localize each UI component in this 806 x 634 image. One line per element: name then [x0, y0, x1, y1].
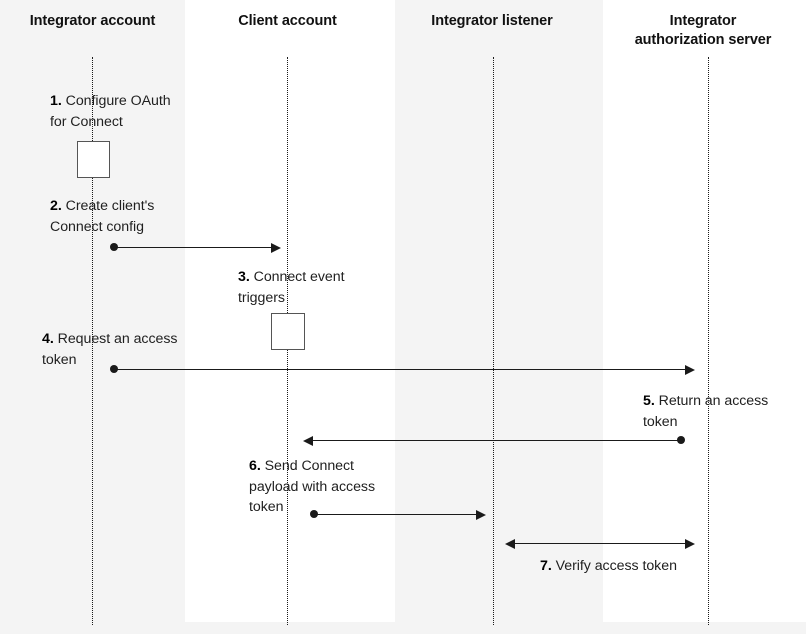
step-label-2: 2. Create client's Connect config [50, 196, 190, 237]
message-origin-dot [310, 510, 318, 519]
message-arrow-4 [110, 364, 695, 375]
arrowhead-left-icon [505, 538, 515, 549]
lane-header-integrator-account: Integrator account [0, 12, 185, 31]
message-arrow-2 [110, 242, 281, 253]
activation-connect-event [271, 313, 305, 350]
step-text-7: Verify access token [551, 558, 677, 574]
lifeline-integrator-auth-server [708, 57, 709, 625]
lane-header-line: Integrator [669, 13, 737, 29]
message-arrow-7 [505, 538, 695, 549]
step-number-2: 2. [50, 198, 62, 214]
step-text-1: Configure OAuth for Connect [50, 93, 171, 130]
step-label-7: 7. Verify access token [540, 556, 680, 577]
arrowhead-right-icon [271, 242, 281, 253]
step-text-6: Send Connect payload with access token [249, 458, 376, 516]
step-text-2: Create client's Connect config [50, 198, 155, 235]
message-origin-dot [110, 243, 118, 252]
lane-band-client-account [185, 0, 395, 622]
step-number-1: 1. [50, 93, 62, 109]
step-number-3: 3. [238, 269, 250, 285]
step-number-5: 5. [643, 393, 655, 409]
step-label-1: 1. Configure OAuth for Connect [50, 91, 190, 132]
lane-header-line: Integrator listener [431, 13, 553, 29]
activation-configure-oauth [77, 141, 110, 178]
step-text-3: Connect event triggers [238, 269, 345, 306]
lane-band-integrator-auth-server [603, 0, 806, 622]
step-label-6: 6. Send Connect payload with access toke… [249, 456, 394, 518]
arrowhead-left-icon [303, 435, 313, 446]
arrowhead-right-icon [476, 509, 486, 520]
lane-header-integrator-listener: Integrator listener [392, 12, 592, 31]
footer-strip [0, 622, 806, 634]
step-number-7: 7. [540, 558, 552, 574]
step-label-3: 3. Connect event triggers [238, 267, 368, 308]
lane-header-line: Integrator account [29, 13, 156, 29]
step-label-4: 4. Request an access token [42, 329, 192, 370]
message-arrow-5 [303, 435, 685, 446]
lane-header-integrator-auth-server: Integrator authorization server [600, 12, 806, 50]
step-text-5: Return an access token [643, 393, 769, 430]
lifeline-integrator-listener [493, 57, 494, 625]
lane-header-line: Client account [238, 13, 337, 29]
message-arrow-6 [310, 509, 486, 520]
step-text-4: Request an access token [42, 331, 178, 368]
lane-band-integrator-listener [395, 0, 603, 622]
arrowhead-right-icon [685, 364, 695, 375]
lifeline-integrator-account [92, 57, 93, 625]
lane-header-line: authorization server [634, 32, 772, 49]
message-origin-dot [677, 436, 685, 445]
lane-header-client-account: Client account [185, 12, 390, 31]
step-number-4: 4. [42, 331, 54, 347]
step-label-5: 5. Return an access token [643, 391, 788, 432]
arrowhead-right-icon [685, 538, 695, 549]
step-number-6: 6. [249, 458, 261, 474]
message-origin-dot [110, 365, 118, 374]
